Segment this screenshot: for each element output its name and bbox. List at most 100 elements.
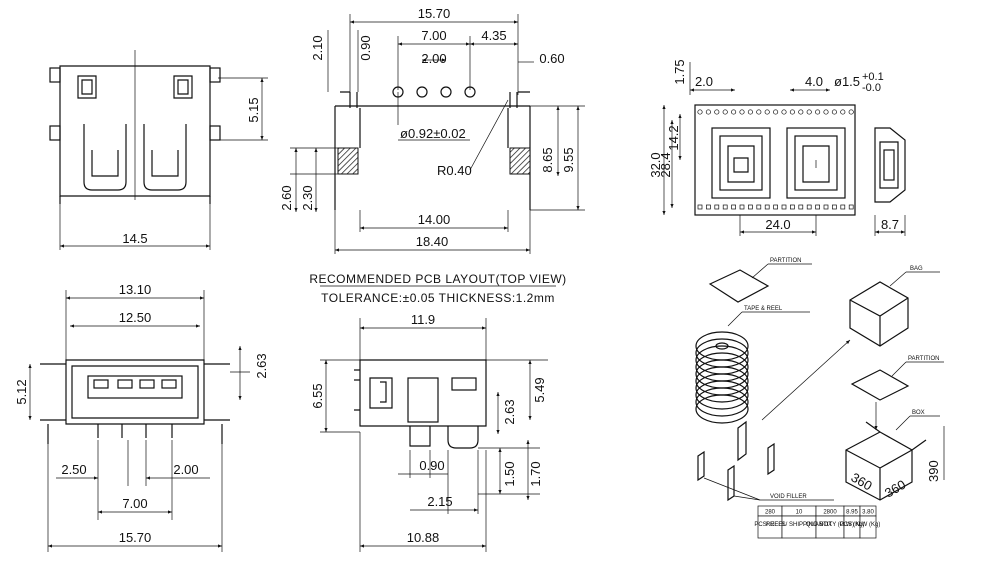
dim-8-65: 8.65 bbox=[540, 147, 555, 172]
dim-2-63-left: 2.63 bbox=[254, 353, 269, 378]
dim-1-50: 1.50 bbox=[502, 461, 517, 486]
dim-15-70-bottom: 15.70 bbox=[119, 530, 152, 545]
dim-2-15: 2.15 bbox=[427, 494, 452, 509]
reel-hub bbox=[715, 342, 729, 350]
contact-slot bbox=[139, 379, 155, 389]
box-dim-360-a: 360 bbox=[849, 470, 875, 494]
sprocket-hole bbox=[706, 204, 711, 210]
dim-12-50: 12.50 bbox=[119, 310, 152, 325]
label-bag: BAG bbox=[910, 266, 923, 272]
pcb-title: RECOMMENDED PCB LAYOUT(TOP VIEW) bbox=[309, 272, 566, 286]
pcb-layout-title: RECOMMENDED PCB LAYOUT(TOP VIEW) TOLERAN… bbox=[309, 272, 566, 305]
dim-1-70: 1.70 bbox=[528, 461, 543, 486]
sprocket-hole bbox=[764, 204, 770, 210]
tape-view: 1.75 2.0 4.0 ø1.5 +0.1 -0.0 14.2 28.4 32… bbox=[648, 59, 906, 236]
pins bbox=[97, 424, 173, 438]
sprocket-hole bbox=[747, 109, 753, 115]
contact-slot bbox=[161, 379, 177, 389]
dim-13-10: 13.10 bbox=[119, 282, 152, 297]
dim-18-40: 18.40 bbox=[416, 234, 449, 249]
sprocket-hole bbox=[756, 204, 762, 210]
sprocket-hole bbox=[790, 204, 795, 210]
table-header-4: N.W (Kg) bbox=[856, 522, 881, 528]
dim-2-00-left: 2.00 bbox=[173, 462, 198, 477]
dim-1-75: 1.75 bbox=[672, 59, 687, 84]
sprocket-hole bbox=[848, 109, 854, 115]
dim-4-0: 4.0 bbox=[805, 74, 823, 89]
dim-0-60: 0.60 bbox=[539, 51, 564, 66]
sprocket-hole bbox=[806, 109, 812, 115]
label-box: BOX bbox=[912, 410, 925, 416]
packaging-table: 280 10 2800 8.95 3.80 PCS/ REEL REELS/ S… bbox=[754, 505, 881, 539]
sprocket-hole bbox=[815, 204, 820, 210]
reel-disc bbox=[695, 394, 749, 424]
dim-hole-tol-plus: +0.1 bbox=[862, 71, 884, 83]
reel-disc bbox=[695, 387, 749, 417]
dim-14-2: 14.2 bbox=[666, 125, 681, 150]
table-value-3: 8.95 bbox=[846, 510, 858, 516]
sprocket-hole bbox=[806, 204, 812, 210]
sprocket-hole bbox=[848, 204, 854, 210]
dim-hole-tape: ø1.5 bbox=[834, 74, 860, 89]
dim-8-7: 8.7 bbox=[881, 217, 899, 232]
table-value-2: 2800 bbox=[823, 510, 837, 516]
dim-10-88: 10.88 bbox=[407, 530, 440, 545]
sprocket-hole bbox=[815, 109, 821, 115]
bottom-left-view: 13.10 12.50 5.12 2.63 2.50 2.00 7.00 15.… bbox=[14, 282, 269, 552]
sprocket-hole bbox=[714, 204, 720, 210]
dim-7-00-left: 7.00 bbox=[122, 496, 147, 511]
dim-4-35: 4.35 bbox=[481, 28, 506, 43]
dim-5-49: 5.49 bbox=[532, 377, 547, 402]
dim-15-70: 15.70 bbox=[418, 6, 451, 21]
sprocket-hole bbox=[697, 204, 703, 210]
label-partition-top: PARTITION bbox=[770, 258, 801, 264]
sprocket-holes-bottom bbox=[697, 204, 854, 210]
label-partition-right: PARTITION bbox=[908, 356, 939, 362]
dim-2-50: 2.50 bbox=[61, 462, 86, 477]
sprocket-hole bbox=[756, 109, 762, 115]
dim-11-9: 11.9 bbox=[411, 312, 435, 327]
sprocket-hole bbox=[840, 204, 846, 210]
dim-2-63-mid: 2.63 bbox=[502, 399, 517, 424]
table-value-1: 10 bbox=[796, 510, 803, 516]
sprocket-hole bbox=[781, 204, 787, 210]
table-header-1: REELS/ SHIPPING BOX bbox=[766, 522, 832, 528]
dim-2-60: 2.60 bbox=[279, 185, 294, 210]
dim-hole-tol-minus: -0.0 bbox=[862, 82, 881, 94]
sprocket-hole bbox=[722, 109, 728, 115]
sprocket-hole bbox=[798, 109, 804, 115]
dim-32-0: 32.0 bbox=[648, 152, 663, 177]
sprocket-hole bbox=[832, 204, 837, 210]
sprocket-hole bbox=[798, 204, 804, 210]
sprocket-hole bbox=[823, 109, 829, 115]
dim-radius: R0.40 bbox=[437, 163, 472, 178]
dim-2-30: 2.30 bbox=[300, 185, 315, 210]
dim-2-10: 2.10 bbox=[310, 35, 325, 60]
tape-reels bbox=[695, 331, 749, 424]
sprocket-hole bbox=[748, 204, 753, 210]
dim-2-0: 2.0 bbox=[695, 74, 713, 89]
sprocket-hole bbox=[781, 109, 787, 115]
sprocket-hole bbox=[739, 204, 745, 210]
bottom-mid-view: 11.9 6.55 5.49 2.63 0.90 1.50 1.70 2.15 bbox=[310, 312, 548, 552]
side-view-top: 15.70 7.00 2.00 4.35 0.60 2.10 0.90 ø0.9… bbox=[279, 6, 585, 254]
dim-0-90-mid: 0.90 bbox=[419, 458, 444, 473]
sprocket-hole bbox=[705, 109, 711, 115]
table-value-4: 3.80 bbox=[862, 510, 874, 516]
dim-hole: ø0.92±0.02 bbox=[400, 126, 466, 141]
dim-24-0: 24.0 bbox=[765, 217, 790, 232]
contact-slot bbox=[117, 379, 133, 389]
dim-7-00-top: 7.00 bbox=[421, 28, 446, 43]
reel-disc bbox=[695, 373, 749, 403]
dim-5-12: 5.12 bbox=[14, 379, 29, 404]
pcb-tolerance: TOLERANCE:±0.05 THICKNESS:1.2mm bbox=[321, 291, 555, 305]
reel-disc bbox=[695, 380, 749, 410]
table-value-0: 280 bbox=[765, 510, 776, 516]
label-void-filler: VOID FILLER bbox=[770, 494, 807, 500]
sprocket-hole bbox=[764, 109, 770, 115]
sprocket-hole bbox=[840, 109, 846, 115]
sprocket-hole bbox=[714, 109, 720, 115]
sprocket-hole bbox=[773, 204, 778, 210]
sprocket-hole bbox=[722, 204, 728, 210]
